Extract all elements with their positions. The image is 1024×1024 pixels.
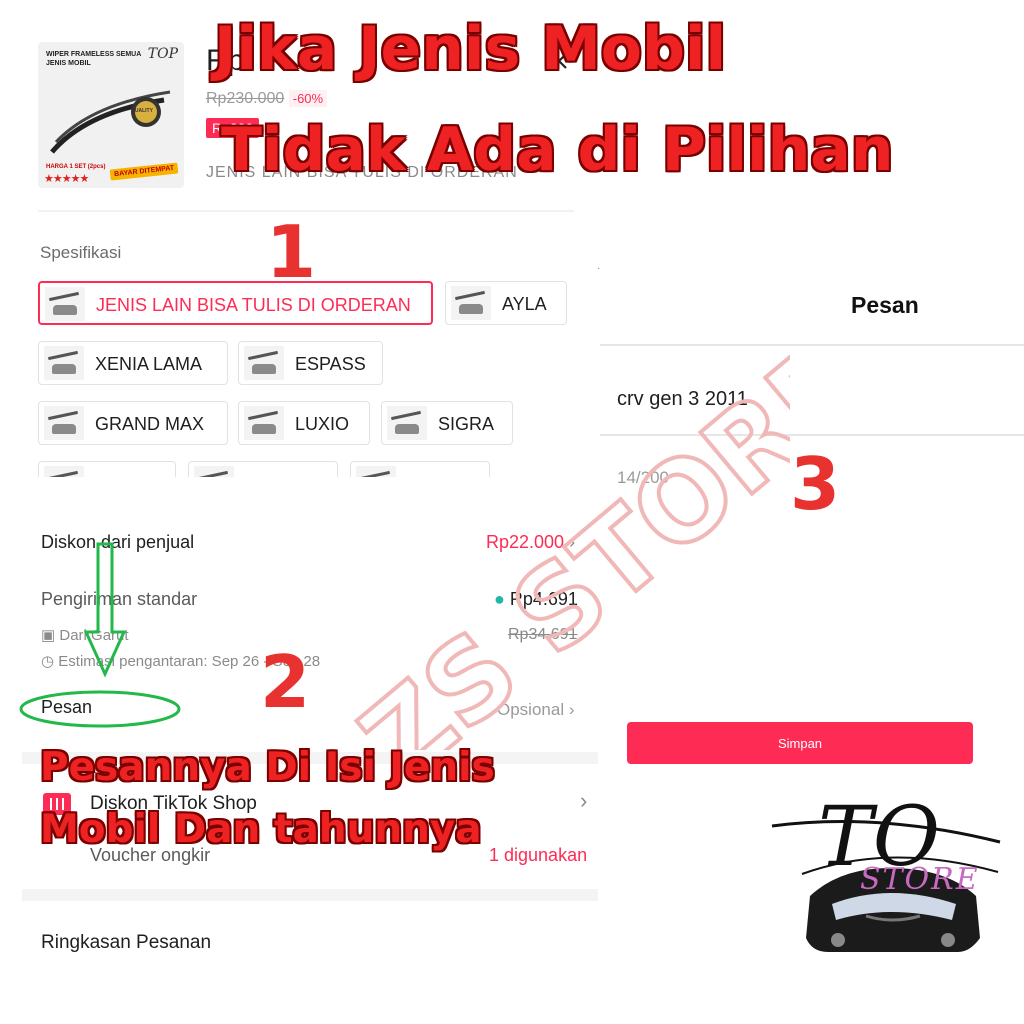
original-price: Rp230.000 [206,90,285,107]
spec-option-label: SIGRA [438,414,495,434]
spec-option-espass[interactable]: ESPASS [238,341,383,385]
spec-thumbnail [356,466,396,477]
thumbnail-logo: TOP [147,46,178,62]
instruction-line-1: Pesannya Di Isi Jenis [40,745,495,790]
spec-options-overflow [38,461,598,477]
rating-stars: ★★★★★ [44,173,89,185]
panel-edge-mark: · [597,263,601,274]
headline-line-2: Tidak Ada di Pilihan [221,115,894,185]
thumbnail-caption: WIPER FRAMELESS SEMUA JENIS MOBIL [46,51,142,67]
current-price: Rp200 [206,118,260,138]
cod-badge: BAYAR DITEMPAT [109,162,179,181]
current-price-badge: Rp200 [206,118,260,138]
spec-thumbnail [244,406,284,440]
section-divider [22,752,598,764]
spec-label: Spesifikasi [40,243,122,262]
watermark-text: ZS STORE [338,330,790,750]
section-divider [22,889,598,901]
message-panel-title: Pesan [851,292,919,318]
spec-option-grand-max[interactable]: GRAND MAX [38,401,228,445]
step-number-1: 1 [266,210,317,294]
spec-thumbnail [44,346,84,380]
seller-discount-value: Rp22.000 [486,532,565,552]
message-input[interactable]: crv gen 3 2011 [617,388,748,410]
spec-option-label: AYLA [502,294,547,314]
tiktok-shop-discount-icon [43,793,71,815]
quality-badge: QUALITY [131,108,153,114]
product-thumbnail[interactable]: WIPER FRAMELESS SEMUA JENIS MOBIL TOP QU… [38,42,184,188]
product-price-partial: Rp [206,44,245,77]
green-arrow-annotation [83,542,127,678]
spec-option-jenis-lain[interactable]: JENIS LAIN BISA TULIS DI ORDERAN [38,281,433,325]
selected-variant: JENIS LAIN BISA TULIS DI ORDERAN [206,164,518,181]
close-icon[interactable] [550,52,568,70]
shipping-original-price: Rp34.691 [508,626,578,643]
headline-line-1: Jika Jenis Mobil [214,14,727,84]
spec-option-sigra[interactable]: SIGRA [381,401,513,445]
spec-option-hidden[interactable] [350,461,490,477]
tiktok-discount-label[interactable]: Diskon TikTok Shop [90,793,257,814]
shipping-estimate-row: ◷ Estimasi pengantaran: Sep 26 - Sep 28 [41,652,320,670]
spec-thumbnail [244,346,284,380]
message-row-label[interactable]: Pesan [41,697,93,717]
chevron-right-icon: › [568,700,575,719]
message-optional: Opsional [497,700,565,719]
instruction-line-2: Mobil Dan tahunnya [40,807,482,852]
seller-discount-row[interactable]: Rp22.000 › [486,532,575,553]
divider [38,210,574,212]
save-button[interactable]: Simpan [627,722,973,764]
spec-thumbnail [45,287,85,321]
panel-divider [600,434,1024,436]
spec-option-luxio[interactable]: LUXIO [238,401,370,445]
chevron-right-icon[interactable]: › [580,788,588,813]
zs-store-watermark: ZS STORE [336,330,790,750]
spec-thumbnail [44,406,84,440]
brand-logo [771,820,1001,952]
panel-divider [600,344,1024,346]
delivery-truck-icon: ● [494,589,505,609]
price-row: Rp230.000 -60% [206,90,328,108]
store-icon: ▣ [41,627,56,644]
spec-option-label: XENIA LAMA [95,354,203,374]
spec-thumbnail [44,466,84,477]
shipping-price-row: ● Rp4.691 [494,589,578,610]
voucher-value[interactable]: 1 digunakan [489,845,588,865]
seller-discount-label: Diskon dari penjual [41,532,195,552]
step-number-2: 2 [260,640,311,724]
wiper-blade-image [50,90,171,154]
order-summary-title: Ringkasan Pesanan [41,932,212,953]
chevron-right-icon: › [569,532,576,552]
voucher-label: Voucher ongkir [90,845,211,865]
logo-script: STORE [860,862,980,897]
spec-option-label: JENIS LAIN BISA TULIS DI ORDERAN [96,295,411,315]
spec-option-label: GRAND MAX [95,414,205,434]
message-row-hint[interactable]: Opsional › [497,700,575,720]
spec-option-hidden[interactable] [38,461,176,477]
spec-option-hidden[interactable] [188,461,338,477]
message-char-counter: 14/200 [617,468,669,487]
clock-icon: ◷ [41,653,55,670]
spec-option-label: LUXIO [295,414,350,434]
spec-option-ayla[interactable]: AYLA [445,281,567,325]
shipping-label: Pengiriman standar [41,589,198,609]
spec-option-xenia-lama[interactable]: XENIA LAMA [38,341,228,385]
thumbnail-subcaption: HARGA 1 SET (2pcs) [46,164,106,170]
spec-thumbnail [451,286,491,320]
discount-percent: -60% [288,90,328,107]
shipping-estimate: Estimasi pengantaran: Sep 26 - Sep 28 [58,653,321,670]
logo-initials: TO [818,790,940,885]
green-ellipse-annotation [19,690,181,728]
shipping-price: Rp4.691 [509,589,578,609]
spec-thumbnail [387,406,427,440]
spec-option-label: ESPASS [295,354,366,374]
step-number-3: 3 [790,442,841,526]
spec-thumbnail [194,466,234,477]
